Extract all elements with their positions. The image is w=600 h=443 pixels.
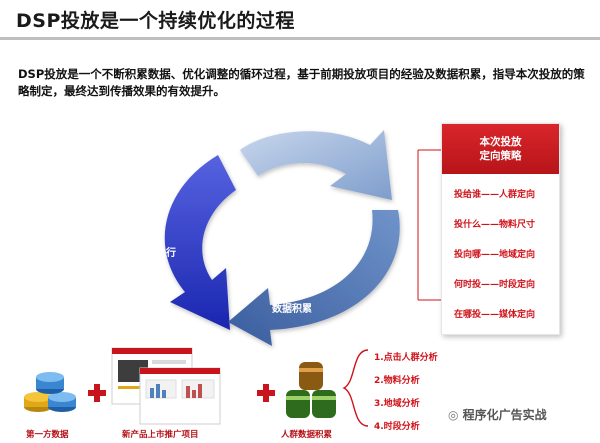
report-thumbnail-icon — [111, 347, 221, 425]
watermark-text: 程序化广告实战 — [462, 408, 547, 422]
analysis-item: 3.地域分析 — [374, 399, 420, 409]
strategy-item: 何时投——时段定向 — [454, 280, 536, 290]
strategy-panel-header: 本次投放 定向策略 — [442, 124, 559, 174]
title-divider — [0, 37, 600, 40]
analysis-brace — [342, 349, 369, 427]
label-execute: 项目执行 — [136, 248, 176, 259]
strategy-item: 投给谁——人群定向 — [454, 190, 536, 200]
label-first-party: 第一方数据 — [26, 430, 69, 440]
wechat-icon: ◎ — [448, 408, 463, 422]
analysis-item: 2.物料分析 — [374, 376, 420, 386]
strategy-title-line1: 本次投放 — [479, 136, 522, 148]
label-accumulate: 数据积累 — [272, 304, 312, 315]
label-optimize: 优化调整 — [294, 174, 334, 185]
arrow-execute — [164, 155, 236, 330]
analysis-item: 1.点击人群分析 — [374, 353, 438, 363]
strategy-panel: 本次投放 定向策略 投给谁——人群定向 投什么——物料尺寸 投向哪——地域定向 … — [441, 123, 560, 335]
strategy-item: 投什么——物料尺寸 — [454, 220, 536, 230]
intro-text: DSP投放是一个不断积累数据、优化调整的循环过程，基于前期投放项目的经验及数据积… — [18, 67, 585, 98]
analysis-item: 4.时段分析 — [374, 422, 420, 432]
strategy-item: 在哪投——媒体定向 — [454, 310, 536, 320]
strategy-item: 投向哪——地域定向 — [454, 250, 536, 260]
database-icon — [24, 372, 76, 412]
strategy-title-line2: 定向策略 — [479, 150, 522, 162]
label-new-product: 新产品上市推广项目 — [122, 430, 199, 440]
plus-icon — [88, 384, 106, 402]
barrel-stack-icon — [286, 362, 336, 418]
page-title: DSP投放是一个持续优化的过程 — [16, 10, 295, 32]
label-audience: 人群数据积累 — [281, 430, 333, 440]
arrow-accumulate — [228, 210, 400, 346]
plus-icon — [257, 384, 275, 402]
watermark: ◎ 程序化广告实战 — [448, 406, 547, 423]
arrow-optimize — [240, 130, 392, 200]
